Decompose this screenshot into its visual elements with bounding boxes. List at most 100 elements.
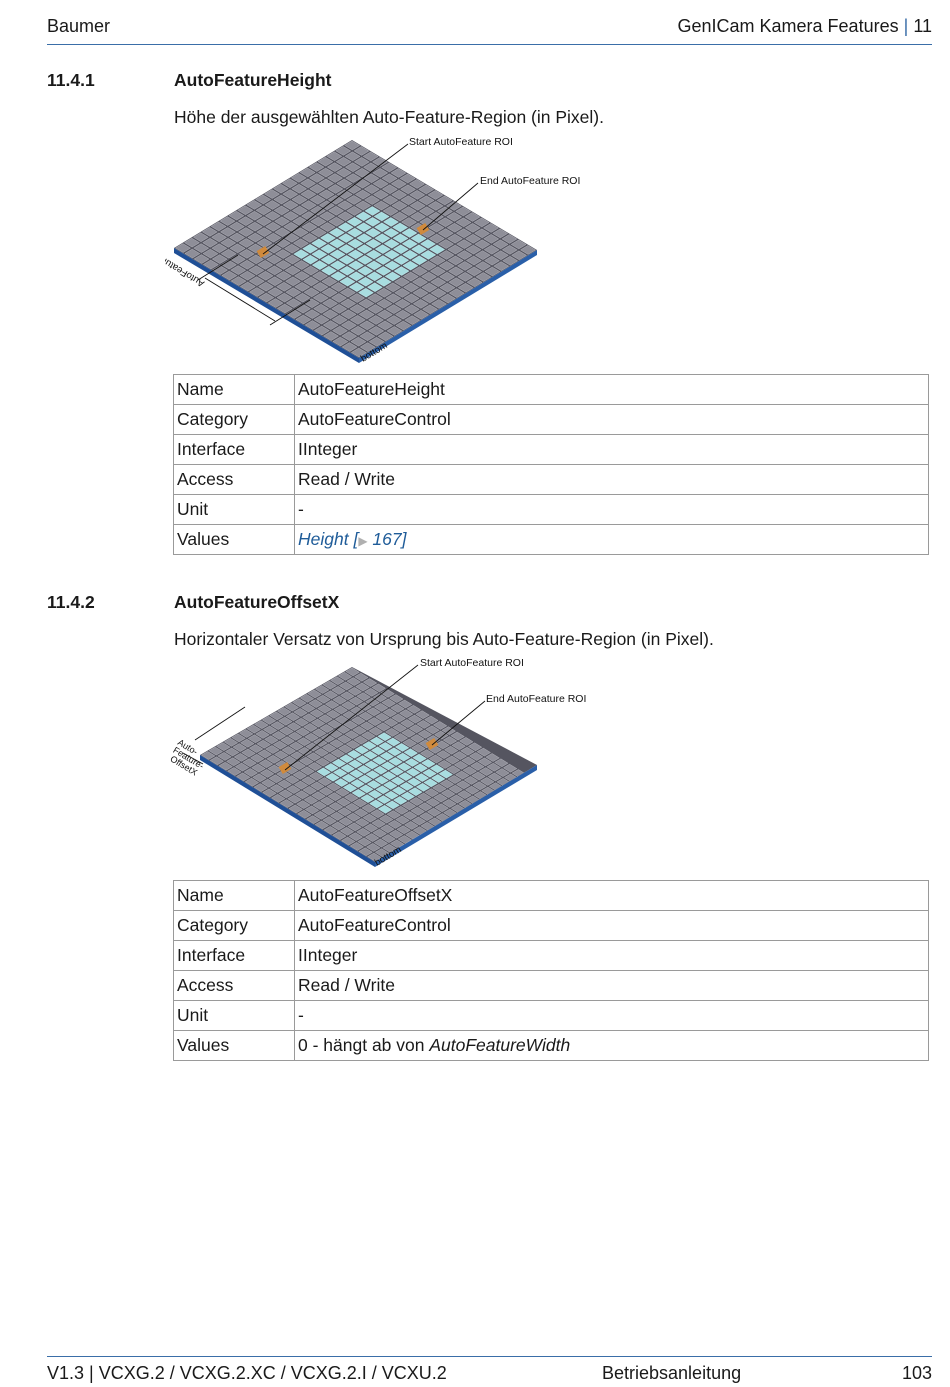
sensor-pixel-cell: [261, 778, 276, 788]
sensor-pixel-cell: [257, 271, 274, 281]
sensor-pixel-cell: [447, 775, 462, 784]
sensor-pixel-cell: [301, 776, 316, 785]
roi-pixel-cell: [412, 753, 427, 763]
sensor-roi-diagram-height: Start AutoFeature ROI End AutoFeature RO…: [165, 136, 580, 365]
sensor-pixel-cell: [428, 212, 445, 222]
sensor-pixel-cell: [370, 809, 385, 818]
sensor-pixel-cell: [363, 823, 379, 833]
sensor-pixel-cell: [368, 727, 383, 736]
roi-pixel-cell: [364, 206, 381, 216]
roi-pixel-cell: [373, 766, 388, 775]
sensor-pixel-cell: [450, 731, 465, 741]
footer-version: V1.3 | VCXG.2 / VCXG.2.XC / VCXG.2.I / V…: [47, 1363, 447, 1383]
sensor-pixel-cell: [280, 736, 295, 745]
roi-pixel-cell: [356, 244, 373, 254]
row-value: AutoFeatureHeight: [294, 374, 929, 405]
sensor-pixel-cell: [238, 249, 255, 259]
sensor-pixel-cell: [323, 753, 338, 762]
roi-pixel-cell: [320, 255, 337, 265]
sensor-pixel-cell: [247, 232, 264, 243]
sensor-pixel-cell: [382, 206, 399, 216]
sensor-pixel-cell: [409, 201, 426, 211]
sensor-pixel-cell: [457, 790, 472, 799]
sensor-pixel-cell: [343, 720, 358, 730]
sensor-pixel-cell: [274, 750, 289, 760]
sensor-pixel-cell: [239, 281, 256, 292]
sensor-pixel-cell: [469, 752, 484, 761]
sensor-pixel-cell: [358, 711, 374, 721]
sensor-pixel-cell: [390, 704, 405, 713]
sensor-pixel-cell: [265, 232, 282, 243]
sensor-pixel-cell: [277, 707, 292, 716]
sensor-pixel-cell: [456, 250, 473, 260]
sensor-pixel-cell: [361, 804, 376, 813]
sensor-pixel-cell: [320, 733, 336, 743]
sensor-pixel-cell: [463, 776, 479, 785]
sensor-pixel-cell: [229, 232, 246, 243]
sensor-pixel-cell: [434, 803, 449, 813]
sensor-pixel-cell: [453, 761, 469, 770]
height-crossref-link[interactable]: Height [▶ 167]: [298, 529, 407, 549]
sensor-pixel-cell: [292, 216, 309, 227]
roi-pixel-cell: [379, 751, 395, 761]
sensor-pixel-cell: [371, 819, 386, 828]
sensor-pixel-cell: [318, 189, 335, 200]
sensor-pixel-cell: [332, 325, 348, 336]
sensor-pixel-cell: [412, 288, 429, 298]
sensor-pixel-cell: [337, 807, 352, 817]
sensor-pixel-cell: [379, 814, 394, 824]
sensor-pixel-cell: [399, 173, 416, 184]
sensor-pixel-cell: [328, 216, 345, 227]
sensor-pixel-cell: [274, 216, 290, 227]
sensor-pixel-cell: [313, 325, 330, 336]
sensor-pixel-cell: [493, 261, 510, 271]
sensor-pixel-cell: [340, 309, 357, 320]
roi-pixel-cell: [365, 228, 382, 238]
sensor-pixel-cell: [456, 239, 473, 249]
roi-pixel-cell: [392, 233, 409, 244]
roi-pixel-cell: [375, 255, 391, 265]
sensor-pixel-cell: [217, 752, 232, 761]
roi-pixel-cell: [348, 260, 364, 271]
roi-pixel-cell: [397, 762, 412, 772]
sensor-pixel-cell: [485, 753, 500, 762]
roi-pixel-cell: [380, 761, 396, 771]
row-value: Read / Write: [294, 970, 929, 1001]
sensor-pixel-cell: [332, 831, 347, 840]
sensor-pixel-cell: [391, 713, 406, 723]
sensor-pixel-cell: [301, 222, 318, 232]
sensor-pixel-cell: [382, 708, 398, 718]
sensor-pixel-cell: [299, 694, 315, 703]
sensor-pixel-cell: [486, 762, 501, 772]
sensor-pixel-cell: [374, 848, 390, 857]
sensor-pixel-cell: [361, 731, 376, 740]
sensor-pixel-cell: [345, 173, 362, 183]
sensor-pixel-cell: [372, 168, 389, 178]
sensor-pixel-cell: [465, 234, 482, 244]
sensor-pixel-cell: [307, 762, 323, 771]
sensor-pixel-cell: [355, 682, 370, 692]
sensor-pixel-cell: [232, 743, 247, 752]
roi-pixel-cell: [376, 795, 392, 804]
roi-pixel-cell: [347, 227, 363, 238]
sensor-pixel-cell: [292, 238, 309, 248]
roi-pixel-cell: [411, 244, 427, 255]
sensor-pixel-cell: [312, 293, 329, 303]
sensor-pixel-cell: [267, 298, 284, 308]
sensor-pixel-cell: [247, 734, 263, 744]
sensor-pixel-cell: [299, 756, 314, 766]
sensor-pixel-cell: [302, 786, 317, 795]
sensor-pixel-cell: [411, 266, 428, 276]
sensor-pixel-cell: [403, 282, 420, 293]
sensor-pixel-cell: [340, 691, 355, 701]
roi-pixel-cell: [382, 771, 397, 780]
roi-pixel-cell: [341, 773, 357, 783]
sensor-pixel-cell: [202, 248, 219, 259]
sensor-pixel-cell: [348, 696, 364, 706]
sensor-pixel-cell: [350, 336, 367, 347]
sensor-pixel-cell: [376, 288, 393, 298]
sensor-pixel-cell: [386, 315, 402, 325]
header-title-group: GenICam Kamera Features | 11: [678, 16, 933, 37]
